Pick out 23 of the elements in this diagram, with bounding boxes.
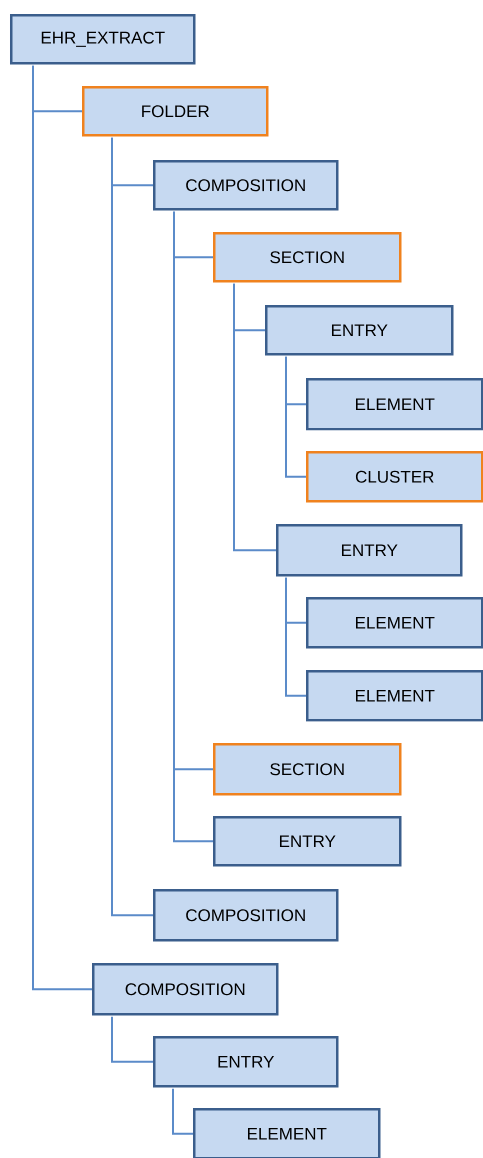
class-box: FOLDER <box>82 86 269 137</box>
tree-connector <box>172 1087 194 1135</box>
tree-connector <box>285 576 307 697</box>
class-box: COMPOSITION <box>153 889 339 942</box>
class-box: SECTION <box>213 743 402 796</box>
tree-connector <box>32 64 93 991</box>
class-box: ENTRY <box>276 524 463 577</box>
class-box: CLUSTER <box>306 451 483 503</box>
class-box: ENTRY <box>153 1036 339 1088</box>
class-box: ENTRY <box>265 305 454 356</box>
tree-connector <box>285 355 307 478</box>
tree-connector <box>233 282 277 552</box>
class-box: ENTRY <box>213 816 402 867</box>
class-box: EHR_EXTRACT <box>10 14 196 65</box>
class-box: ELEMENT <box>306 670 483 722</box>
class-box: ELEMENT <box>306 597 483 649</box>
class-box: COMPOSITION <box>153 160 339 211</box>
class-box: ELEMENT <box>193 1108 381 1158</box>
class-box: COMPOSITION <box>92 963 279 1016</box>
tree-connector <box>111 136 154 917</box>
class-box: ELEMENT <box>306 378 483 431</box>
class-box: SECTION <box>213 232 402 283</box>
tree-connector <box>111 1015 154 1063</box>
